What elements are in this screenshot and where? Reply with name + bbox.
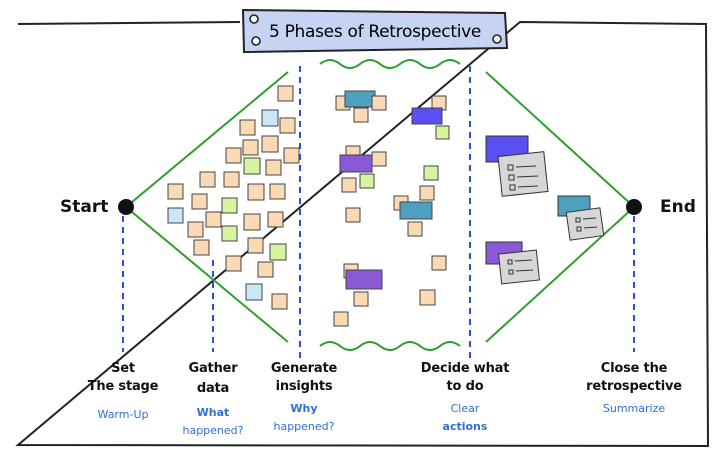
start-label: Start <box>60 197 109 217</box>
pin-icon <box>251 36 261 46</box>
end-label: End <box>660 197 696 217</box>
diamond-outline <box>125 59 635 351</box>
phase-label: The stage <box>87 379 159 394</box>
phase-subtitle: Warm-Up <box>97 408 149 421</box>
phase-label: insights <box>275 379 333 394</box>
phase-subtitle: Summarize <box>602 402 666 415</box>
insight-stickies <box>333 90 450 327</box>
phase-label: to do <box>446 379 484 394</box>
gather-stickies <box>167 85 300 310</box>
start-dot <box>118 199 134 215</box>
phase-label: Decide what <box>420 361 510 376</box>
phase-label: retrospective <box>586 379 682 394</box>
action-cards <box>485 135 605 285</box>
phase-subtitle: Why <box>290 402 318 415</box>
diagram-title: 5 Phases of Retrospective <box>269 22 481 42</box>
phase-label: data <box>196 381 230 396</box>
title-banner: 5 Phases of Retrospective <box>241 8 509 54</box>
frame <box>15 20 710 448</box>
phase-label: Set <box>111 361 135 376</box>
pin-icon <box>492 34 502 44</box>
phase-subtitle: happened? <box>182 424 244 437</box>
pin-icon <box>249 14 259 24</box>
phase-subtitle: Clear <box>450 402 480 415</box>
phase-dividers <box>122 66 635 360</box>
phase-subtitle: actions <box>442 420 488 433</box>
phase-subtitle: What <box>196 406 230 419</box>
phase-subtitle: happened? <box>273 420 335 433</box>
end-dot <box>626 199 642 215</box>
phase-label: Gather <box>188 361 238 376</box>
phase-label: Close the <box>600 361 668 376</box>
checklist-icon <box>507 164 598 275</box>
phase-label: Generate <box>270 361 338 376</box>
